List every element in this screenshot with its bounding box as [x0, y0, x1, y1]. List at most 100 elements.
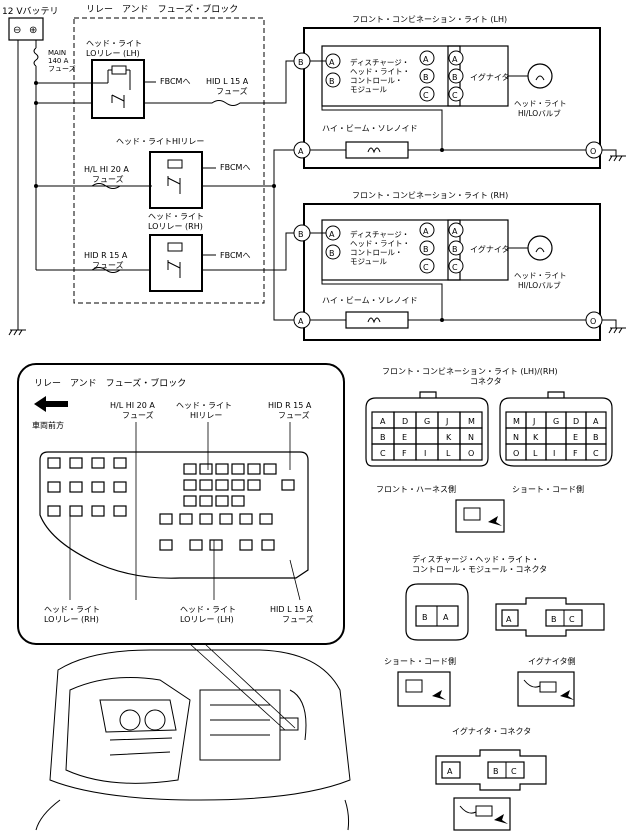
lamp-rh-bulb-line2: HI/LOバルブ	[518, 280, 561, 290]
pin-label: M	[468, 417, 475, 426]
svg-text:A: A	[452, 227, 458, 236]
module-connector-title-line1: ディスチャージ・ヘッド・ライト・	[412, 554, 539, 564]
igniter-connector-title: イグナイタ・コネクタ	[452, 726, 531, 736]
lo-relay-rh-box	[149, 234, 203, 292]
pin-label: J	[445, 417, 448, 426]
fuse-cell	[215, 463, 229, 475]
lamp-lh-title: フロント・コンビネーション・ライト (LH)	[352, 15, 507, 24]
lamp-rh-term-a-label: A	[298, 317, 304, 326]
lo-relay-lh-line2: LOリレー (LH)	[86, 49, 140, 58]
panel-pointer	[189, 643, 296, 731]
location-leader-lines	[69, 422, 301, 601]
harness-side-label: フロント・ハーネス側	[376, 484, 456, 494]
hid-l-fuse-line1: HID L 15 A	[206, 77, 249, 86]
junction-dot	[272, 184, 276, 188]
pin-label: L	[446, 449, 451, 458]
pin-label: K	[533, 433, 539, 442]
fuse-cell	[261, 539, 275, 551]
pin-cell	[585, 443, 607, 461]
lamp-connector-title-line1: フロント・コンビネーション・ライト (LH)/(RH)	[382, 367, 558, 376]
igniter-pin-c: C	[511, 767, 517, 776]
lamp-rh-module-pins: A B C A B C	[419, 222, 464, 274]
lamp-rh-solenoid	[345, 311, 409, 329]
pin-label: F	[573, 449, 578, 458]
module-igniter-pin-a: A	[506, 615, 512, 624]
lamp-lh-module-text2: ヘッド・ライト・	[350, 67, 410, 76]
lamp-lh-bulb-line2: HI/LOバルブ	[518, 108, 561, 118]
fuse-cell	[247, 479, 261, 491]
fuse-cell	[91, 505, 105, 517]
fuse-cell	[113, 505, 127, 517]
fuse-cell	[179, 513, 193, 525]
fuse-cell	[281, 479, 295, 491]
loc-hid-r-fuse-line2: フューズ	[278, 410, 310, 420]
pin-label: C	[593, 449, 599, 458]
pin-cell	[545, 427, 567, 445]
hid-r-fuse-line2: フューズ	[92, 260, 124, 270]
svg-text:B: B	[423, 73, 429, 82]
svg-text:C: C	[452, 263, 458, 272]
relay-fuse-block-title: リレー アンド フューズ・ブロック	[86, 3, 238, 15]
lamp-lh-solenoid	[345, 141, 409, 159]
location-panel	[17, 363, 345, 645]
cord-connector-shell	[499, 397, 613, 467]
junction-dot	[34, 101, 38, 105]
loc-hl-hi-fuse-line2: フューズ	[122, 410, 154, 420]
fuse-cell	[183, 479, 197, 491]
fuse-cell	[189, 539, 203, 551]
lamp-rh-bulb-filament	[535, 247, 545, 253]
fuse-cell	[259, 513, 273, 525]
svg-text:A: A	[423, 55, 429, 64]
junction-dot	[34, 184, 38, 188]
pin-label: B	[593, 433, 599, 442]
main-fuse-line3: フューズ	[48, 64, 76, 73]
lo-relay-rh-line2: LOリレー (RH)	[148, 222, 203, 231]
svg-text:A: A	[329, 230, 335, 239]
lamp-lh-module-text4: モジュール	[350, 85, 387, 94]
main-fuse-line2: 140 A	[48, 57, 69, 65]
connector-view-icon	[455, 499, 505, 533]
connector-view-icon	[453, 797, 511, 831]
fuse-cell	[69, 505, 83, 517]
igniter-connector-shell	[435, 749, 547, 791]
hid-r-fuse-symbol	[91, 267, 121, 273]
fuse-cell	[231, 463, 245, 475]
pin-label: D	[402, 417, 408, 426]
hid-r-output-wire	[202, 232, 296, 271]
junction-dot	[440, 318, 444, 322]
pin-label: F	[402, 449, 407, 458]
lamp-lh-mod-b	[325, 72, 341, 88]
fuse-cell	[199, 513, 213, 525]
module-cord-side-label: ショート・コード側	[384, 656, 456, 666]
fuse-cell	[247, 463, 261, 475]
fuse-cell	[209, 539, 223, 551]
loc-hi-relay-line2: HIリレー	[190, 411, 222, 420]
svg-text:B: B	[329, 249, 335, 258]
front-label: 車両前方	[32, 420, 64, 430]
loc-hi-relay-line1: ヘッド・ライト	[176, 401, 232, 410]
pin-label: O	[468, 449, 474, 458]
lamp-lh-solenoid-wires	[310, 88, 586, 151]
loc-lo-relay-lh-line1: ヘッド・ライト	[180, 605, 236, 614]
hid-l-fuse-wire	[144, 60, 296, 106]
lamp-lh-term-b-label: B	[298, 58, 304, 67]
pin-label: I	[424, 449, 426, 458]
ground-symbol-lh	[608, 155, 626, 162]
pin-label: C	[380, 449, 386, 458]
pin-label: N	[513, 433, 519, 442]
battery-label: 12 Vバッテリ	[2, 6, 58, 17]
svg-text:C: C	[423, 91, 429, 100]
main-fuse-symbol	[33, 40, 39, 270]
lamp-rh-module-text1: ディスチャージ・	[350, 229, 409, 239]
pin-cell	[525, 411, 547, 429]
fuse-cell	[183, 463, 197, 475]
lamp-lh-bulb-line1: ヘッド・ライト	[514, 99, 567, 108]
fuse-cell	[199, 495, 213, 507]
junction-dot	[34, 81, 38, 85]
module-connector-title-line2: コントロール・モジュール・コネクタ	[412, 565, 547, 574]
lamp-rh-box	[303, 203, 601, 341]
loc-hid-l-fuse-line1: HID L 15 A	[270, 605, 313, 614]
hi-relay-coil-resistor	[167, 159, 183, 169]
loc-hid-l-fuse-line2: フューズ	[282, 614, 314, 624]
ground-symbol-battery	[8, 329, 26, 336]
